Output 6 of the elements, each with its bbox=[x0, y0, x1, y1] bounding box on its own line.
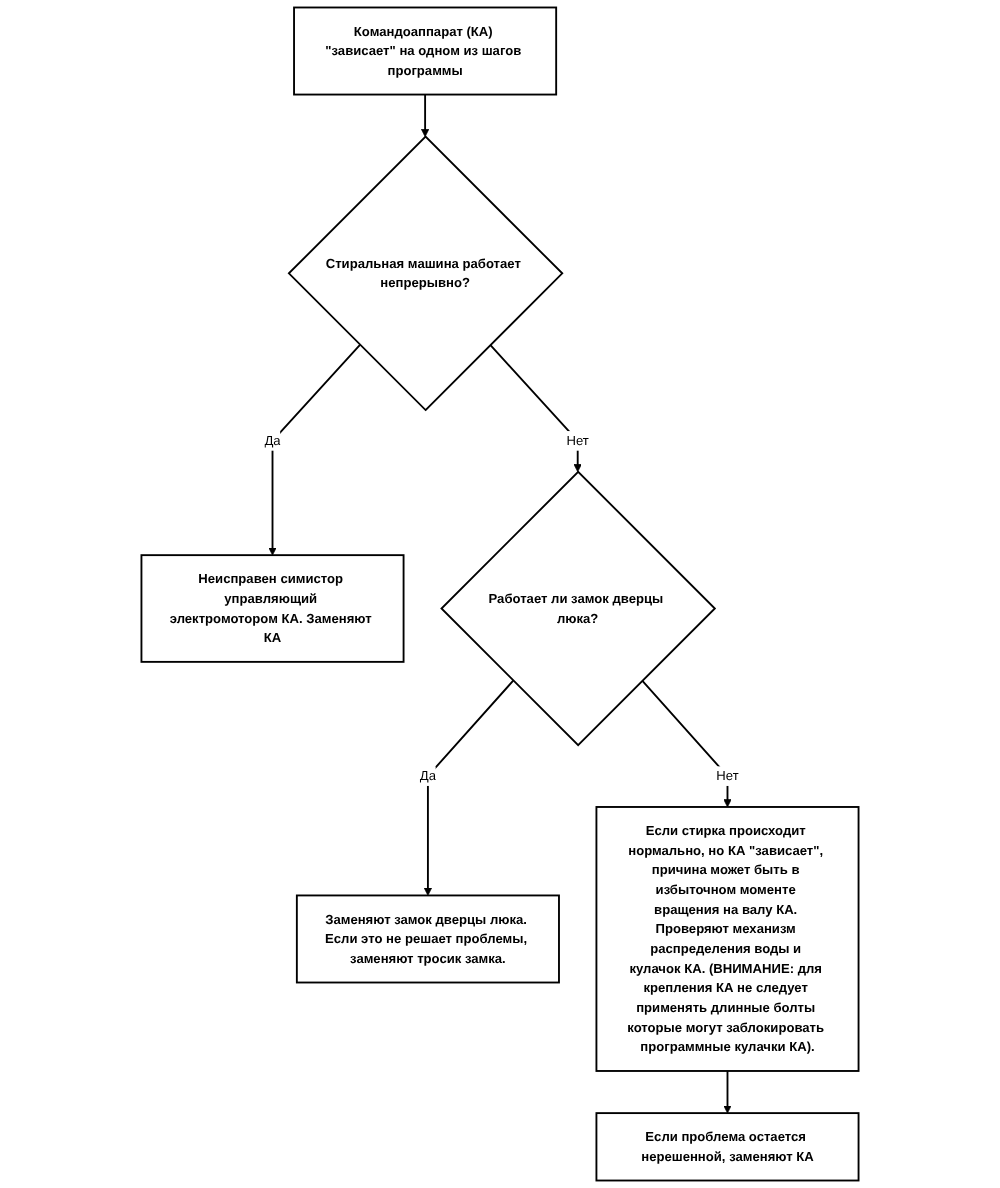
arrow bbox=[723, 1070, 732, 1114]
arrow bbox=[421, 93, 430, 138]
arrow bbox=[268, 343, 361, 556]
arrow bbox=[423, 679, 515, 896]
arrow bbox=[489, 343, 582, 473]
arrow bbox=[641, 679, 732, 808]
